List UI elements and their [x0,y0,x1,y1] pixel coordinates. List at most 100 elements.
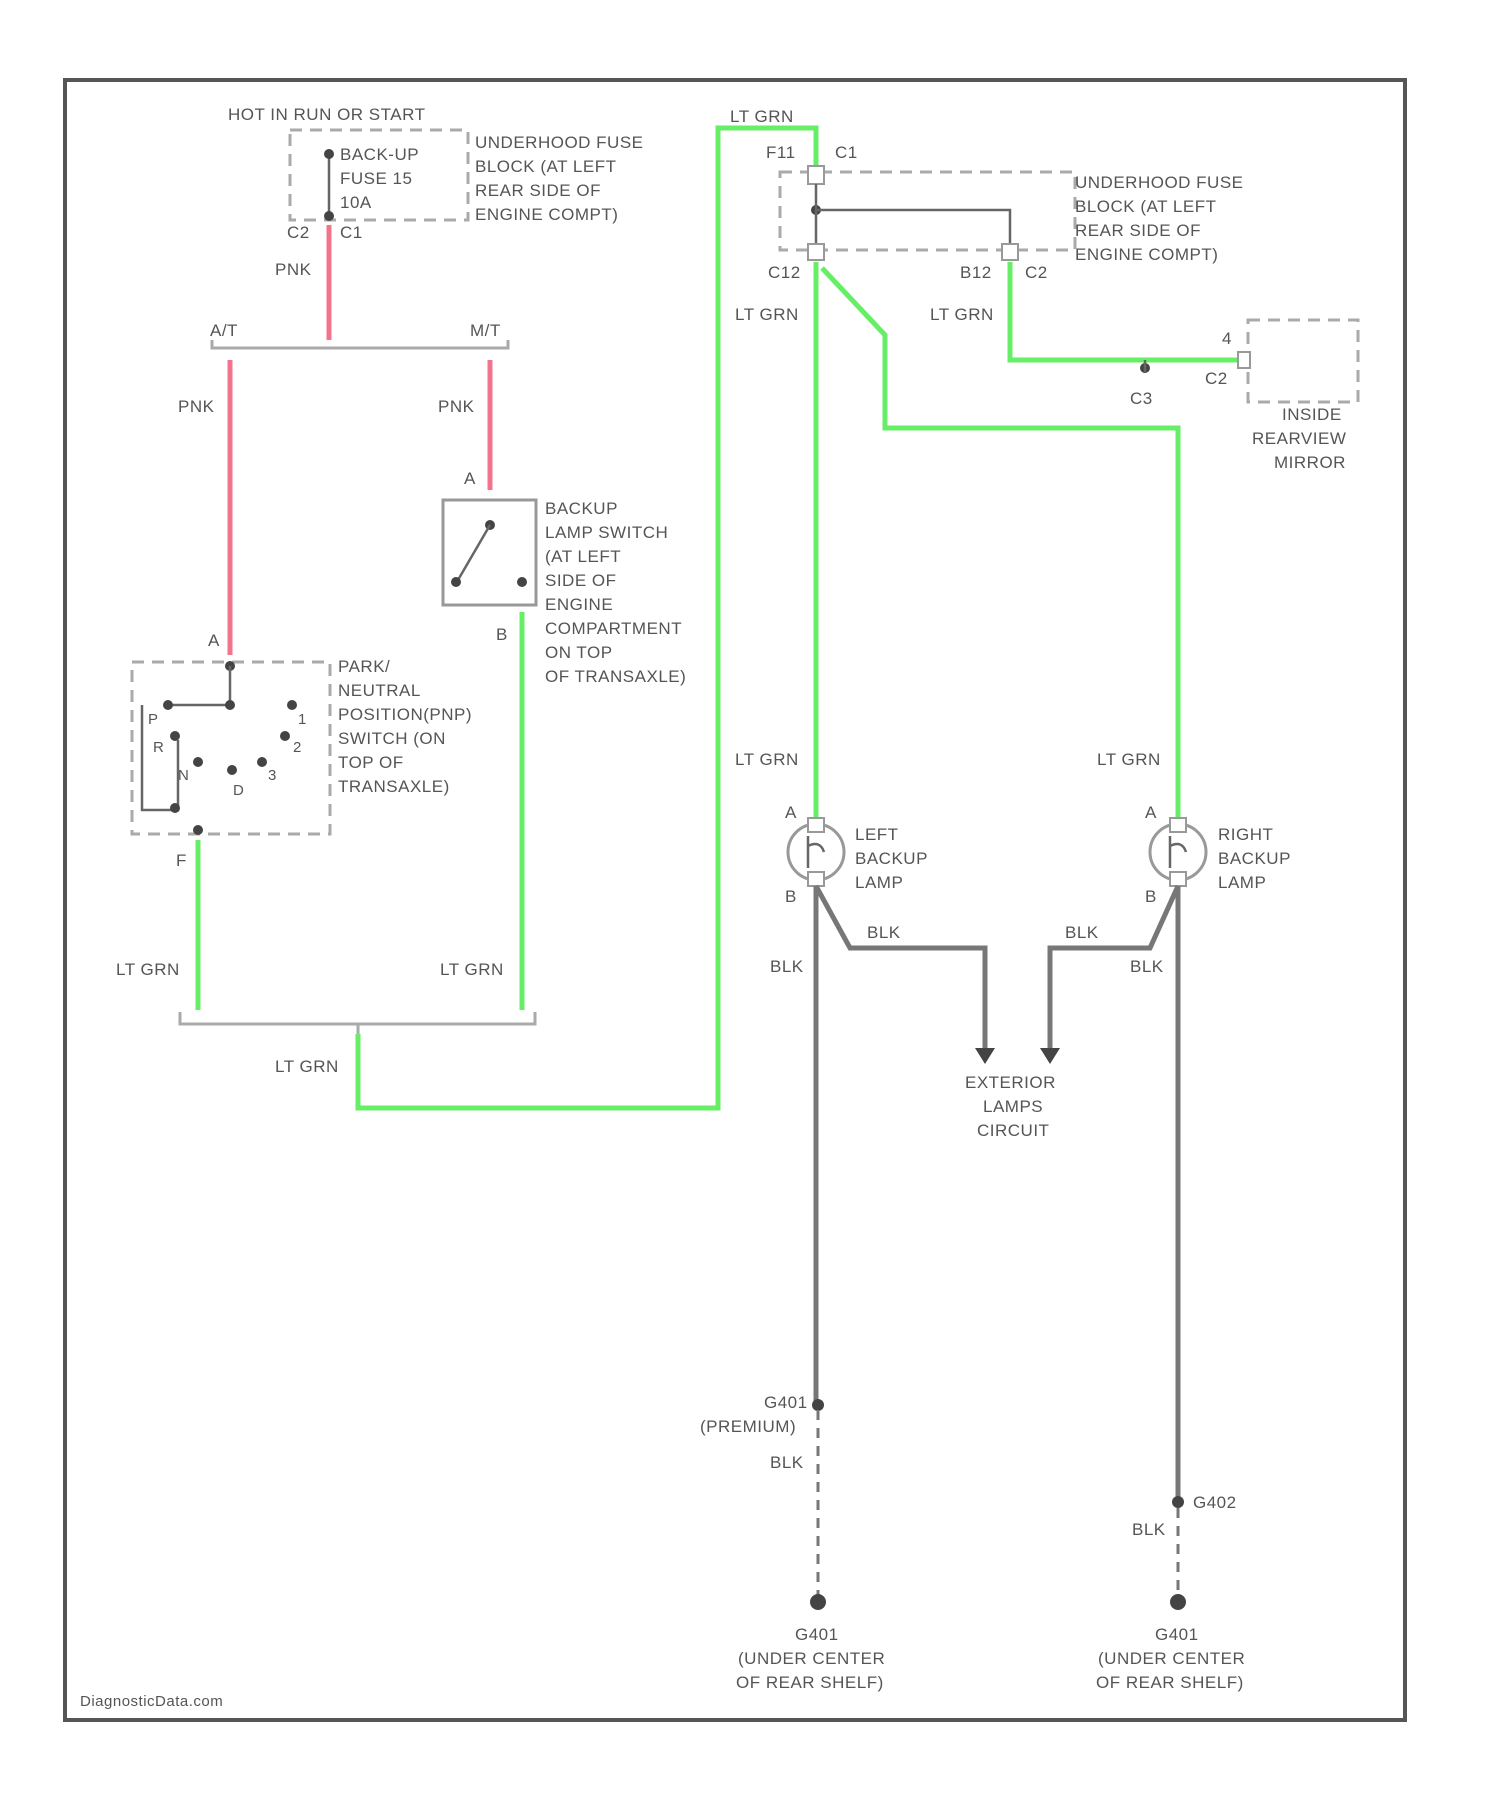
left-lamp-pin-b: B [785,887,797,906]
branch-at: A/T [210,321,238,340]
wire-label-blk-6: BLK [1132,1520,1166,1539]
wire-label-blk-1: BLK [867,923,901,942]
fuse-line-3: 10A [340,193,372,212]
left-ground-2: (UNDER CENTER [738,1649,885,1668]
fuse-right-pin-top: F11 [766,143,796,162]
left-ground: G401 (UNDER CENTER OF REAR SHELF) [736,1594,885,1692]
pnp-switch: A P R N D 3 2 1 F PARK/ NEUTRAL POSITION… [132,631,472,870]
backup-desc-6: COMPARTMENT [545,619,682,638]
bottom-bus [180,1012,535,1034]
right-lamp-desc-1: RIGHT [1218,825,1273,844]
right-splice: G402 [1193,1493,1237,1512]
wire-label-grn-6: LT GRN [735,305,799,324]
backup-switch-pin-a: A [464,469,476,488]
wire-label-grn-2: LT GRN [440,960,504,979]
right-lamp-pin-a: A [1145,803,1157,822]
exterior-lamps-circuit: EXTERIOR LAMPS CIRCUIT [965,1073,1056,1140]
left-ground-1: G401 [795,1625,839,1644]
wire-label-pnk-1: PNK [275,260,312,279]
fuse-block-left: HOT IN RUN OR START BACK-UP FUSE 15 10A … [228,105,644,242]
mirror-conn: C2 [1205,369,1228,388]
fuse-right-desc-3: REAR SIDE OF [1075,221,1201,240]
pnp-desc-3: POSITION(PNP) [338,705,472,724]
pnp-gear-1: 1 [298,711,307,728]
left-lamp-pin-a: A [785,803,797,822]
right-ground-1: G401 [1155,1625,1199,1644]
backup-lamp-switch: A B BACKUP LAMP SWITCH (AT LEFT SIDE OF … [443,469,686,686]
wire-label-blk-2: BLK [1065,923,1099,942]
backup-desc-3: (AT LEFT [545,547,621,566]
wire-label-blk-3: BLK [770,957,804,976]
backup-desc-5: ENGINE [545,595,613,614]
wire-label-grn-4: LT GRN [730,107,794,126]
pnp-pin-f: F [176,851,187,870]
fuse-desc-1: UNDERHOOD FUSE [475,133,644,152]
backup-desc-2: LAMP SWITCH [545,523,668,542]
fuse-right-conn-c2: C2 [1025,263,1048,282]
wire-label-grn-5: LT GRN [930,305,994,324]
left-lamp-desc-1: LEFT [855,825,899,844]
mirror-desc-2: REARVIEW [1252,429,1346,448]
fuse-desc-3: REAR SIDE OF [475,181,601,200]
diagram-frame [65,80,1405,1720]
right-ground-2: (UNDER CENTER [1098,1649,1245,1668]
connector-c2: C2 [287,223,310,242]
watermark: DiagnosticData.com [80,1693,223,1710]
wire-blk-left-ext [816,886,985,1050]
pnp-desc-5: TOP OF [338,753,404,772]
wire-grn-right-lamp [822,268,1178,825]
exterior-desc-1: EXTERIOR [965,1073,1056,1092]
backup-desc-1: BACKUP [545,499,618,518]
backup-desc-7: ON TOP [545,643,613,662]
exterior-desc-2: LAMPS [983,1097,1043,1116]
fuse-line-1: BACK-UP [340,145,419,164]
wire-label-blk-5: BLK [770,1453,804,1472]
branch-mt: M/T [470,321,501,340]
backup-desc-4: SIDE OF [545,571,617,590]
backup-desc-8: OF TRANSAXLE) [545,667,686,686]
pnp-pin-a: A [208,631,220,650]
pnp-gear-p: P [148,711,159,728]
fuse-block-right: F11 C1 C12 B12 C2 UNDERHOOD FUSE BLOCK (… [766,143,1244,282]
mirror-desc-3: MIRROR [1274,453,1346,472]
wire-label-grn-1: LT GRN [116,960,180,979]
fuse-right-pin-b12: B12 [960,263,992,282]
left-splice-note: (PREMIUM) [700,1417,796,1436]
wire-label-grn-3: LT GRN [275,1057,339,1076]
pnp-gear-2: 2 [293,739,302,756]
pnp-gear-n: N [178,767,189,784]
wire-grn-main [358,128,816,1108]
right-lamp-pin-b: B [1145,887,1157,906]
left-lamp-desc-3: LAMP [855,873,903,892]
wire-label-grn-8: LT GRN [1097,750,1161,769]
mirror-desc-1: INSIDE [1282,405,1342,424]
inside-rearview-mirror: 4 C2 INSIDE REARVIEW MIRROR [1205,320,1358,472]
right-backup-lamp: A B RIGHT BACKUP LAMP [1145,803,1291,906]
pnp-desc-2: NEUTRAL [338,681,421,700]
left-backup-lamp: A B LEFT BACKUP LAMP [785,803,928,906]
connector-c1: C1 [340,223,363,242]
wire-label-grn-7: LT GRN [735,750,799,769]
left-ground-3: OF REAR SHELF) [736,1673,884,1692]
right-lamp-desc-2: BACKUP [1218,849,1291,868]
wire-label-blk-4: BLK [1130,957,1164,976]
fuse-desc-2: BLOCK (AT LEFT [475,157,616,176]
fuse-right-conn-top: C1 [835,143,858,162]
pnp-gear-3: 3 [268,767,277,784]
right-ground-3: OF REAR SHELF) [1096,1673,1244,1692]
power-label: HOT IN RUN OR START [228,105,425,124]
mirror-pin: 4 [1222,329,1232,348]
fuse-line-2: FUSE 15 [340,169,412,188]
wire-label-pnk-3: PNK [438,397,475,416]
right-ground: G401 (UNDER CENTER OF REAR SHELF) [1096,1594,1245,1692]
pnp-gear-d: D [233,782,244,799]
backup-switch-pin-b: B [496,625,508,644]
pnp-desc-4: SWITCH (ON [338,729,446,748]
pnp-desc-1: PARK/ [338,657,390,676]
fuse-right-desc-2: BLOCK (AT LEFT [1075,197,1216,216]
right-lamp-desc-3: LAMP [1218,873,1266,892]
left-splice: G401 [764,1393,808,1412]
pnp-desc-6: TRANSAXLE) [338,777,450,796]
wire-label-pnk-2: PNK [178,397,215,416]
